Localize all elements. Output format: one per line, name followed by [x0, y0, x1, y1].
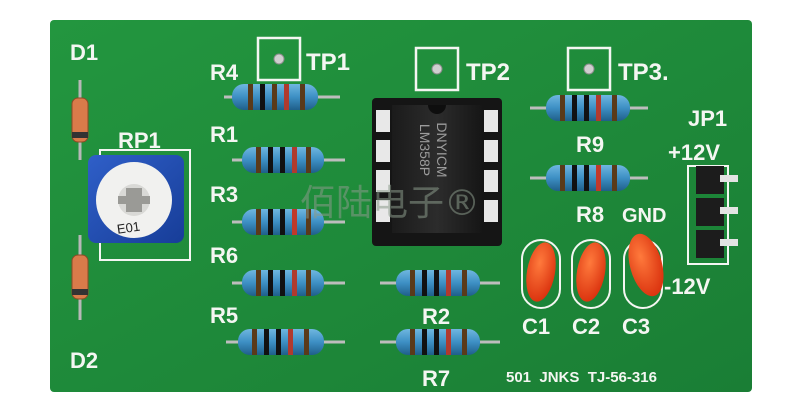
resistor-r1: [232, 147, 345, 173]
label-tp3: TP3.: [618, 59, 669, 86]
diode-d2: [71, 235, 89, 320]
label-r1: R1: [210, 122, 238, 147]
label-jp1: JP1: [688, 106, 727, 131]
resistor-r4: [224, 84, 340, 110]
resistor-r8: [530, 165, 648, 191]
ic-marking-line1: DNYICM: [434, 122, 450, 177]
resistor-r9: [530, 95, 648, 121]
tp2-pad: [414, 46, 460, 92]
diode-d1: [71, 80, 89, 160]
resistor-r6: [232, 270, 345, 296]
potentiometer-rp1: [88, 149, 191, 261]
label-r2: R2: [422, 304, 450, 329]
label-gnd: GND: [622, 205, 666, 227]
ic-marking-line2: LM358P: [417, 124, 433, 176]
watermark: 佰陆电子®: [300, 183, 480, 224]
capacitor-c3: [623, 233, 664, 309]
tp1-pad: [256, 36, 302, 82]
header-jp1: [687, 165, 738, 265]
label-tp1: TP1: [306, 49, 350, 76]
label-r9: R9: [576, 132, 604, 157]
resistor-r2: [380, 270, 500, 296]
label-r4: R4: [210, 60, 239, 85]
label-c3: C3: [622, 314, 650, 339]
ic-lm358: [372, 98, 502, 246]
resistor-r3: [232, 209, 345, 235]
label-tp2: TP2: [466, 59, 510, 86]
board-footer-text: 501 JNKS TJ-56-316: [506, 369, 657, 386]
label-r3: R3: [210, 182, 238, 207]
label-r8: R8: [576, 202, 604, 227]
label-r7: R7: [422, 366, 450, 391]
label-d1: D1: [70, 40, 98, 65]
capacitor-c1: [521, 239, 561, 309]
pot-marking: E01: [116, 219, 141, 237]
label-rp1: RP1: [118, 128, 161, 153]
resistor-r5: [226, 329, 345, 355]
label-plus12v: +12V: [668, 140, 720, 165]
capacitor-c2: [571, 239, 611, 309]
label-r6: R6: [210, 243, 238, 268]
label-r5: R5: [210, 303, 238, 328]
label-c2: C2: [572, 314, 600, 339]
tp3-pad: [566, 46, 612, 92]
resistor-r7: [380, 329, 500, 355]
label-minus12v: -12V: [664, 274, 711, 299]
label-c1: C1: [522, 314, 550, 339]
label-d2: D2: [70, 348, 98, 373]
